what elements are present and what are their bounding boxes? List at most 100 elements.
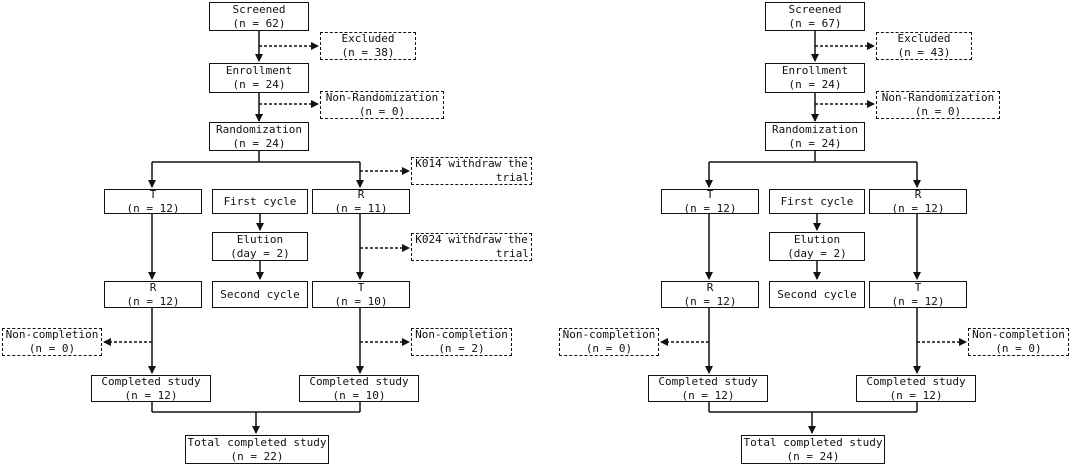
right-diagram-connectors [660, 31, 967, 434]
randomization-count: (n = 24) [232, 136, 286, 150]
r-second-count: (n = 12) [126, 294, 180, 308]
r-first-count: (n = 11) [334, 201, 388, 215]
first-cycle-box: First cycle [212, 189, 308, 214]
non-randomization-box: Non-Randomization (n = 0) [320, 91, 444, 119]
completed-right-box: Completed study (n = 10) [299, 375, 419, 402]
screened-count: (n = 67) [788, 16, 842, 30]
r-first-count: (n = 12) [891, 201, 945, 215]
second-cycle-title: Second cycle [220, 287, 300, 301]
t-first-title: T [149, 187, 157, 201]
excluded-title: Excluded [897, 32, 951, 45]
second-cycle-box: Second cycle [212, 281, 308, 308]
withdraw-k014-line1: K014 withdraw the [415, 157, 528, 170]
r-second-title: R [706, 280, 714, 294]
screened-title: Screened [232, 2, 286, 16]
screened-box: Screened (n = 67) [765, 2, 865, 31]
completed-left-box: Completed study (n = 12) [648, 375, 768, 402]
excluded-box: Excluded (n = 43) [876, 32, 972, 60]
non-completion-left-title: Non-completion [5, 328, 99, 341]
r-second-title: R [149, 280, 157, 294]
enrollment-box: Enrollment (n = 24) [209, 63, 309, 93]
t-second-title: T [357, 280, 365, 294]
t-second-count: (n = 10) [334, 294, 388, 308]
t-first-count: (n = 12) [126, 201, 180, 215]
withdraw-k014-box: K014 withdraw the trial [411, 157, 532, 185]
withdraw-k024-line1: K024 withdraw the [415, 233, 528, 246]
t-first-box: T (n = 12) [661, 187, 759, 215]
completed-right-title: Completed study [309, 374, 409, 388]
completed-left-count: (n = 12) [681, 388, 735, 402]
non-completion-right-title: Non-completion [415, 328, 508, 341]
elution-box: Elution (day = 2) [769, 232, 865, 261]
t-second-box: T (n = 12) [869, 281, 967, 308]
enrollment-count: (n = 24) [788, 78, 842, 91]
withdraw-k014-line2: trial [495, 171, 529, 184]
total-completed-count: (n = 24) [786, 449, 840, 463]
r-second-box: R (n = 12) [661, 281, 759, 308]
t-first-title: T [706, 187, 714, 201]
t-first-box: T (n = 12) [104, 187, 202, 215]
withdraw-k024-line2: trial [495, 247, 529, 260]
enrollment-title: Enrollment [781, 64, 849, 77]
r-first-title: R [357, 187, 365, 201]
enrollment-count: (n = 24) [232, 78, 286, 91]
completed-left-title: Completed study [658, 374, 758, 388]
non-completion-left-count: (n = 0) [28, 342, 76, 355]
excluded-title: Excluded [341, 32, 395, 45]
r-first-title: R [914, 187, 922, 201]
elution-title: Elution [236, 232, 284, 246]
excluded-count: (n = 43) [897, 46, 951, 59]
total-completed-title: Total completed study [743, 435, 883, 449]
t-second-title: T [914, 280, 922, 294]
r-first-box: R (n = 12) [869, 187, 967, 215]
elution-box: Elution (day = 2) [212, 232, 308, 261]
total-completed-box: Total completed study (n = 24) [741, 435, 885, 464]
r-second-box: R (n = 12) [104, 281, 202, 308]
randomization-count: (n = 24) [788, 136, 842, 150]
non-randomization-count: (n = 0) [914, 105, 962, 118]
non-completion-left-count: (n = 0) [585, 342, 633, 355]
elution-count: (day = 2) [787, 246, 847, 260]
non-randomization-box: Non-Randomization (n = 0) [876, 91, 1000, 119]
screened-count: (n = 62) [232, 16, 286, 30]
non-completion-right-count: (n = 2) [438, 342, 485, 355]
enrollment-title: Enrollment [225, 64, 293, 77]
non-completion-left-title: Non-completion [562, 328, 656, 341]
second-cycle-title: Second cycle [777, 287, 857, 301]
t-first-count: (n = 12) [683, 201, 737, 215]
total-completed-title: Total completed study [187, 435, 327, 449]
non-completion-right-box: Non-completion (n = 0) [968, 328, 1069, 356]
non-randomization-count: (n = 0) [358, 105, 406, 118]
non-completion-right-count: (n = 0) [995, 342, 1042, 355]
elution-count: (day = 2) [230, 246, 290, 260]
first-cycle-box: First cycle [769, 189, 865, 214]
first-cycle-title: First cycle [780, 194, 854, 208]
completed-left-count: (n = 12) [124, 388, 178, 402]
non-completion-left-box: Non-completion (n = 0) [2, 328, 102, 356]
r-first-box: R (n = 11) [312, 187, 410, 215]
randomization-box: Randomization (n = 24) [765, 122, 865, 151]
non-randomization-title: Non-Randomization [325, 91, 439, 104]
completed-right-title: Completed study [866, 374, 966, 388]
first-cycle-title: First cycle [223, 194, 297, 208]
completed-left-title: Completed study [101, 374, 201, 388]
t-second-box: T (n = 10) [312, 281, 410, 308]
screened-title: Screened [788, 2, 842, 16]
completed-left-box: Completed study (n = 12) [91, 375, 211, 402]
screened-box: Screened (n = 62) [209, 2, 309, 31]
randomization-box: Randomization (n = 24) [209, 122, 309, 151]
total-completed-count: (n = 22) [230, 449, 284, 463]
non-completion-left-box: Non-completion (n = 0) [559, 328, 659, 356]
completed-right-count: (n = 12) [889, 388, 943, 402]
second-cycle-box: Second cycle [769, 281, 865, 308]
non-completion-right-box: Non-completion (n = 2) [411, 328, 512, 356]
r-second-count: (n = 12) [683, 294, 737, 308]
non-completion-right-title: Non-completion [972, 328, 1065, 341]
non-randomization-title: Non-Randomization [881, 91, 995, 104]
completed-right-box: Completed study (n = 12) [856, 375, 976, 402]
excluded-count: (n = 38) [341, 46, 395, 59]
total-completed-box: Total completed study (n = 22) [185, 435, 329, 464]
completed-right-count: (n = 10) [332, 388, 386, 402]
